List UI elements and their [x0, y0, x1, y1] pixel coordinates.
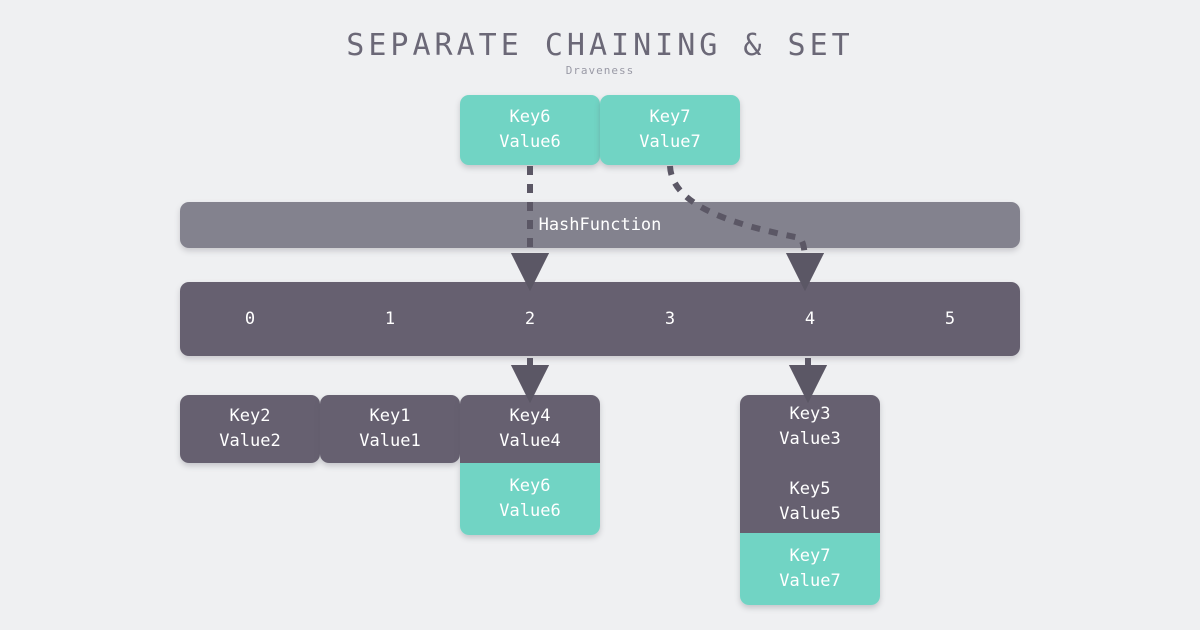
bucket-index-5[interactable]: 5: [944, 309, 956, 329]
chain-entry-key1[interactable]: Key1 Value1: [320, 395, 460, 463]
page-title: SEPARATE CHAINING & SET: [346, 28, 854, 63]
page-subtitle: Draveness: [565, 64, 635, 77]
bucket-index-3[interactable]: 3: [664, 309, 676, 329]
bucket-index-0[interactable]: 0: [244, 309, 256, 329]
chain-entry-key4[interactable]: Key4 Value4: [460, 395, 600, 463]
bucket-index-1[interactable]: 1: [384, 309, 396, 329]
bucket-index-2[interactable]: 2: [524, 309, 536, 329]
bucket-array: 0 1 2 3 4 5: [180, 282, 1020, 356]
chain-entry-key6[interactable]: Key6 Value6: [460, 463, 600, 535]
bucket-index-4[interactable]: 4: [804, 309, 816, 329]
chain-bucket-0: Key2 Value2: [180, 395, 320, 463]
chain-entry-key3-key5[interactable]: Key3 Value3 Key5 Value5: [740, 395, 880, 533]
chain-entry-key7[interactable]: Key7 Value7: [740, 533, 880, 605]
chain-bucket-1: Key1 Value1: [320, 395, 460, 463]
chain-bucket-2: Key4 Value4 Key6 Value6: [460, 395, 600, 535]
chain-bucket-4: Key3 Value3 Key5 Value5 Key7 Value7: [740, 395, 880, 605]
input-node-key7[interactable]: Key7 Value7: [600, 95, 740, 165]
chain-entry-key2[interactable]: Key2 Value2: [180, 395, 320, 463]
hash-function-bar[interactable]: HashFunction: [180, 202, 1020, 248]
input-node-key6[interactable]: Key6 Value6: [460, 95, 600, 165]
hash-function-label: HashFunction: [538, 215, 662, 235]
